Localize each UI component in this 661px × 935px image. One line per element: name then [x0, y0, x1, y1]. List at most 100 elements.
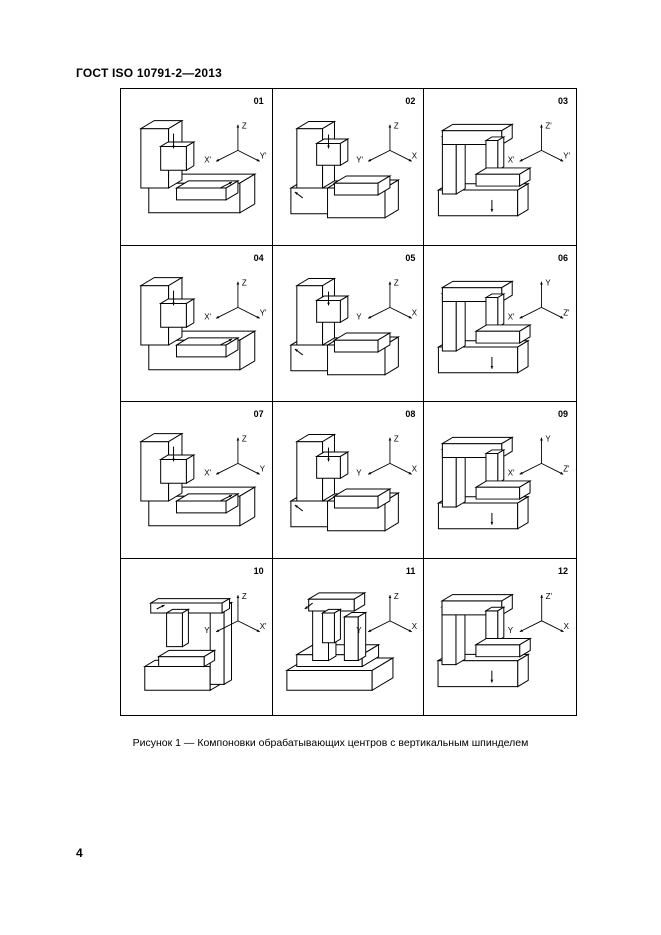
axis-left-head: [216, 158, 220, 162]
bridge-beam-side: [353, 591, 365, 612]
base-front: [286, 669, 373, 691]
table-side: [377, 175, 391, 196]
table-side: [519, 323, 531, 344]
spindle-head-side: [185, 141, 195, 172]
axis-label-left: X': [204, 468, 211, 477]
base-right-side: [384, 179, 399, 219]
axis-label-left: X': [204, 155, 211, 164]
axis-label-left: Y: [356, 625, 362, 634]
x-arrow-head: [228, 495, 232, 498]
axis-label-right: Y': [260, 151, 267, 160]
z-arrow-head: [326, 145, 330, 149]
figure-caption: Рисунок 1 — Компоновки обрабатывающих це…: [132, 737, 529, 749]
cell-number: 03: [557, 96, 568, 106]
axis-right-head: [560, 315, 564, 318]
axis-label-right: X: [411, 464, 417, 473]
axis-triad: [519, 437, 564, 475]
ram-side: [497, 292, 505, 328]
base-right-side: [384, 492, 399, 532]
machine-sketch-06: YX'Z': [436, 278, 570, 374]
base-side: [239, 173, 256, 214]
axis-label-right: Y': [564, 151, 571, 160]
x-arrow-head: [294, 192, 298, 195]
axis-label-vertical: Z: [242, 278, 247, 287]
z-arrow-head: [490, 679, 494, 683]
axis-left: [215, 150, 239, 162]
axis-right-head: [408, 158, 412, 162]
machine-sketch-07: ZX'Y: [139, 432, 266, 527]
axis-label-left: Y: [356, 468, 362, 477]
table-side: [519, 480, 531, 500]
table-side: [225, 493, 239, 514]
axis-label-left: X': [508, 155, 515, 164]
axis-left-head: [216, 628, 220, 632]
table-front: [176, 187, 227, 201]
axis-label-right: X: [411, 621, 417, 630]
axis-vertical-head: [540, 124, 544, 128]
z-arrow-head: [326, 458, 330, 462]
crossbeam-top: [440, 123, 515, 132]
table-front: [475, 643, 521, 657]
ram-front: [485, 140, 499, 171]
right-upright-side: [223, 601, 233, 685]
axis-right: [541, 306, 564, 319]
machine-sketch-01: Z X' Y': [139, 119, 267, 214]
base-left-front: [290, 344, 331, 371]
axis-left: [367, 306, 390, 319]
axis-right: [541, 463, 564, 475]
z-arrow-head: [326, 302, 330, 305]
axis-label-left: X': [204, 312, 211, 321]
axis-left-head: [367, 315, 371, 318]
axis-label-vertical: Z: [242, 122, 247, 131]
axis-vertical-head: [388, 124, 391, 128]
spindle-head-side: [185, 454, 195, 485]
x-arrow-head: [294, 505, 298, 508]
ram-front: [485, 609, 499, 641]
column-front: [442, 449, 458, 508]
base-side: [517, 339, 529, 374]
base-side: [517, 495, 529, 530]
ram-side: [181, 608, 189, 648]
axis-label-vertical: Z': [546, 122, 553, 131]
axis-left: [519, 150, 542, 162]
table-side: [519, 167, 531, 187]
axis-label-left: Y: [508, 625, 514, 634]
table-front: [333, 182, 379, 196]
axis-triad: [215, 124, 260, 162]
axis-triad: [519, 281, 564, 319]
x-arrow-head: [228, 338, 232, 342]
cell-number: 05: [405, 252, 416, 263]
axis-label-left: Y': [356, 155, 363, 164]
spindle-head-front: [160, 145, 187, 171]
table-front: [176, 500, 227, 514]
axis-label-vertical: Y: [546, 435, 552, 444]
cell-number: 09: [557, 409, 568, 419]
spindle-head-side: [339, 451, 348, 480]
axis-label-right: X: [411, 151, 417, 160]
cell-number: 06: [557, 252, 568, 263]
spindle-head-front: [160, 458, 187, 484]
axis-left: [367, 619, 390, 632]
axis-left: [519, 463, 542, 475]
table-side: [519, 637, 532, 658]
axis-label-vertical: Z: [394, 592, 399, 601]
axis-triad: [215, 437, 260, 475]
axis-label-right: Z': [564, 464, 571, 473]
cell-number: 10: [253, 565, 264, 576]
axis-triad: [367, 594, 412, 632]
axis-left-head: [216, 471, 220, 475]
right-upright-front: [209, 606, 225, 685]
ram-front: [485, 453, 499, 484]
ram-front: [485, 296, 499, 328]
axis-left: [215, 619, 239, 632]
base-side: [371, 656, 394, 691]
crossbeam-top: [440, 280, 515, 288]
axis-right-head: [408, 315, 412, 318]
